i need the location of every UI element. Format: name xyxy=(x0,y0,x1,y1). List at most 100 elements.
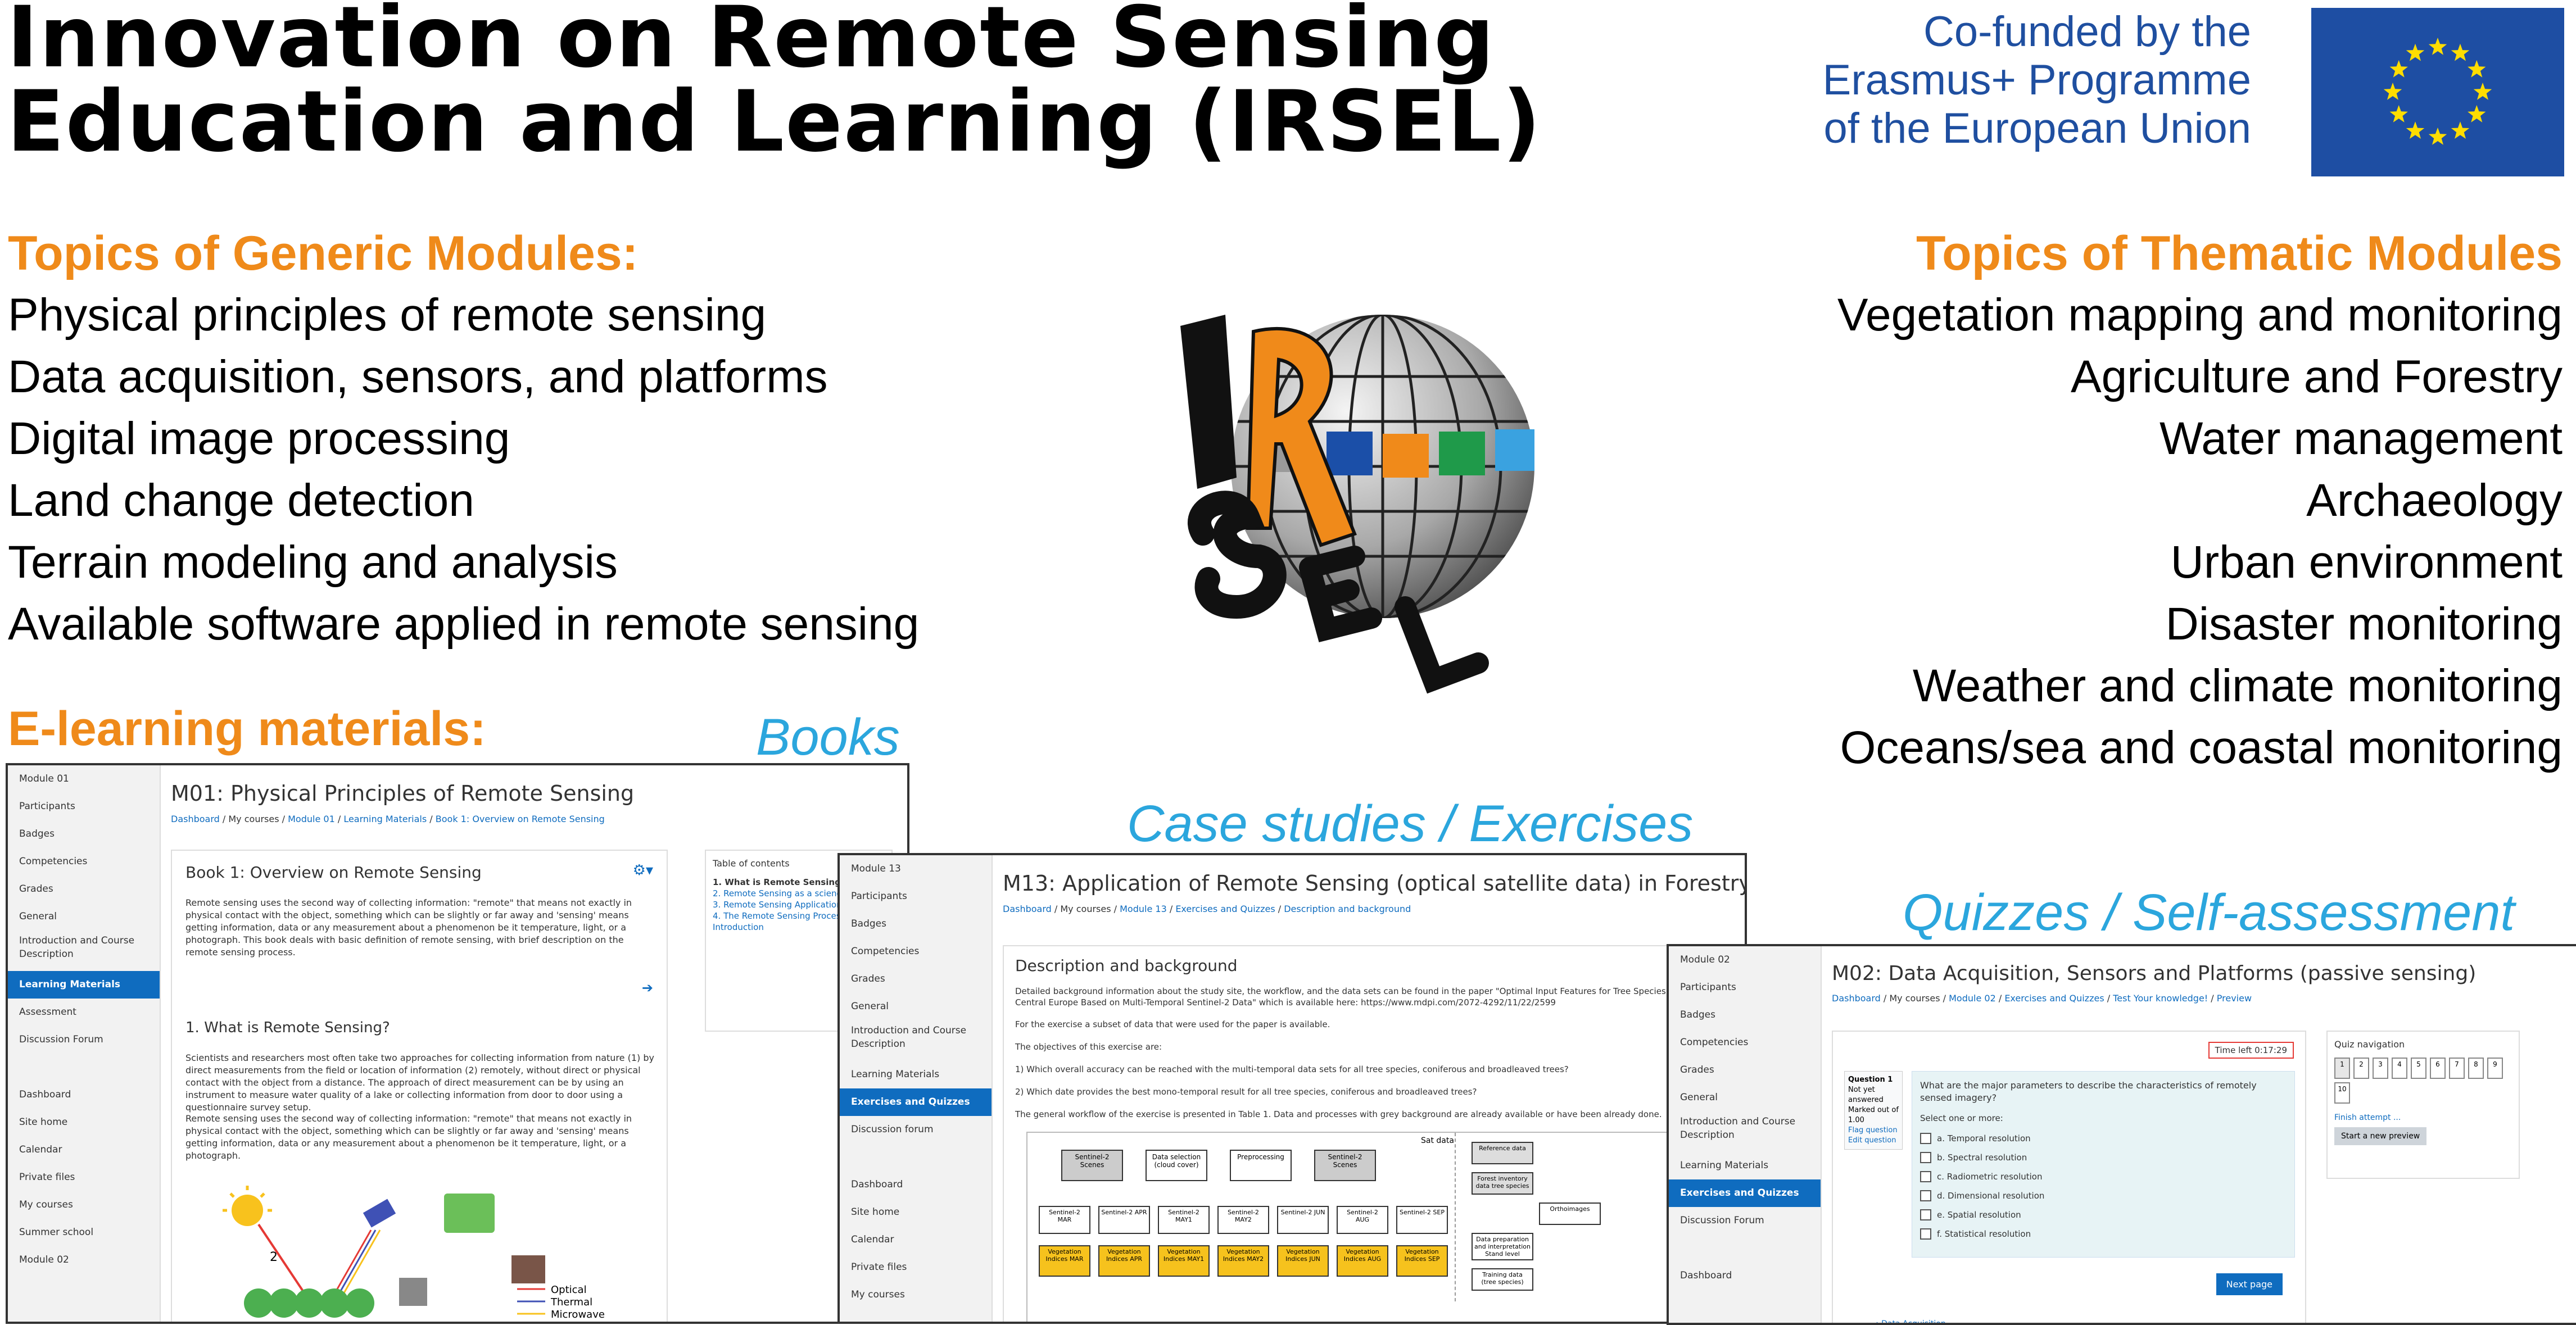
question-info-item[interactable]: Flag question xyxy=(1848,1126,1898,1135)
sidebar-item[interactable]: Assessment xyxy=(19,1006,76,1018)
start-new-preview-button[interactable]: Start a new preview xyxy=(2334,1127,2427,1145)
quiz-nav-button[interactable]: 9 xyxy=(2487,1058,2503,1079)
breadcrumb-item[interactable]: Dashboard xyxy=(1832,993,1881,1004)
sidebar-item[interactable]: Module 13 xyxy=(851,863,901,874)
breadcrumb-item[interactable]: Book 1: Overview on Remote Sensing xyxy=(435,814,605,824)
sidebar-item[interactable]: Competencies xyxy=(851,946,920,957)
sidebar-item[interactable]: Site home xyxy=(19,1117,68,1128)
quiz-nav-button[interactable]: 2 xyxy=(2353,1058,2369,1079)
quiz-nav-button[interactable]: 5 xyxy=(2411,1058,2426,1079)
sidebar-item[interactable]: General xyxy=(19,911,57,922)
breadcrumb-item[interactable]: Dashboard xyxy=(171,814,220,824)
option-checkbox[interactable] xyxy=(1920,1171,1931,1182)
sidebar-item[interactable]: General xyxy=(851,1001,889,1012)
quiz-nav-button[interactable]: 3 xyxy=(2373,1058,2388,1079)
sidebar-item[interactable]: Summer school xyxy=(19,1227,94,1238)
sidebar-item[interactable]: Learning Materials xyxy=(1680,1160,1769,1171)
sidebar-item[interactable]: My courses xyxy=(851,1289,905,1300)
sidebar-item[interactable]: Grades xyxy=(851,973,885,984)
quiz-option[interactable]: e. Spatial resolution xyxy=(1920,1205,2287,1224)
sidebar-item[interactable]: Learning Materials xyxy=(851,1069,940,1080)
sidebar-item[interactable]: Module 02 xyxy=(19,1254,69,1265)
sidebar-item[interactable]: Competencies xyxy=(19,856,88,867)
sidebar-item[interactable]: Private files xyxy=(851,1262,907,1273)
quiz-option[interactable]: f. Statistical resolution xyxy=(1920,1224,2287,1244)
option-checkbox[interactable] xyxy=(1920,1190,1931,1201)
option-checkbox[interactable] xyxy=(1920,1152,1931,1163)
breadcrumb-item[interactable]: Exercises and Quizzes xyxy=(1175,904,1275,914)
breadcrumb-item[interactable]: Learning Materials xyxy=(343,814,427,824)
quiz-option[interactable]: a. Temporal resolution xyxy=(1920,1129,2287,1148)
quiz-option[interactable]: d. Dimensional resolution xyxy=(1920,1186,2287,1205)
gear-icon[interactable]: ⚙▾ xyxy=(632,862,653,879)
sidebar-item[interactable]: Badges xyxy=(1680,1009,1715,1020)
sidebar-item[interactable]: Dashboard xyxy=(851,1179,903,1190)
quiz-option[interactable]: c. Radiometric resolution xyxy=(1920,1167,2287,1186)
option-label: d. Dimensional resolution xyxy=(1937,1191,2045,1201)
quiz-nav-button[interactable]: 7 xyxy=(2449,1058,2465,1079)
sidebar-item[interactable]: Grades xyxy=(1680,1064,1714,1076)
sidebar-item[interactable]: Calendar xyxy=(19,1144,62,1155)
toc-item[interactable]: 4. The Remote Sensing Process: A xyxy=(713,911,857,921)
breadcrumb-item[interactable]: My courses xyxy=(1060,904,1111,914)
breadcrumb-item[interactable]: Exercises and Quizzes xyxy=(2004,993,2104,1004)
sidebar-item[interactable]: Discussion Forum xyxy=(19,1034,103,1045)
quiz-nav-button[interactable]: 4 xyxy=(2392,1058,2407,1079)
quiz-nav-button[interactable]: 6 xyxy=(2430,1058,2446,1079)
sidebar-item[interactable]: Exercises and Quizzes xyxy=(840,1088,992,1116)
quiz-nav-button[interactable]: 10 xyxy=(2334,1082,2350,1104)
quiz-nav-button[interactable]: 8 xyxy=(2468,1058,2484,1079)
toc-item[interactable]: Introduction xyxy=(713,922,764,932)
sidebar-item[interactable]: Site home xyxy=(851,1206,900,1218)
quiz-nav-button[interactable]: 1 xyxy=(2334,1058,2350,1079)
sidebar-item[interactable] xyxy=(8,1054,160,1081)
breadcrumb-item[interactable]: Description and background xyxy=(1284,904,1411,914)
breadcrumb-item[interactable]: My courses xyxy=(1889,993,1940,1004)
toc-item[interactable]: 1. What is Remote Sensing? xyxy=(713,877,846,887)
finish-attempt-link[interactable]: Finish attempt ... xyxy=(2334,1113,2401,1122)
sidebar-item[interactable]: Module 02 xyxy=(1680,954,1730,965)
toc-item[interactable]: 2. Remote Sensing as a science a xyxy=(713,888,854,899)
sidebar-item[interactable]: Discussion Forum xyxy=(1680,1215,1764,1226)
sidebar-item[interactable]: Exercises and Quizzes xyxy=(1669,1179,1821,1207)
quiz-option[interactable]: b. Spectral resolution xyxy=(1920,1148,2287,1167)
next-page-button[interactable]: Next page xyxy=(2216,1273,2283,1295)
toc-item[interactable]: 3. Remote Sensing Applications xyxy=(713,900,846,910)
sidebar-item[interactable]: Badges xyxy=(851,918,886,929)
sidebar-item[interactable]: Grades xyxy=(19,883,53,895)
sidebar-item[interactable]: Private files xyxy=(19,1172,75,1183)
sidebar-item[interactable]: Participants xyxy=(851,891,907,902)
flow-box: Preprocessing xyxy=(1230,1150,1292,1181)
sidebar-item[interactable]: Learning Materials xyxy=(8,971,160,999)
sidebar-item[interactable]: Dashboard xyxy=(1680,1270,1732,1281)
sidebar-item[interactable]: Dashboard xyxy=(19,1089,71,1100)
breadcrumb-item[interactable]: Module 02 xyxy=(1949,993,1996,1004)
sidebar-item[interactable] xyxy=(1669,1235,1821,1262)
option-checkbox[interactable] xyxy=(1920,1133,1931,1144)
prev-activity-link[interactable]: → Data Acquisition, xyxy=(1872,1319,1949,1325)
next-arrow-icon[interactable]: ➔ xyxy=(641,980,653,996)
sidebar-item[interactable]: Introduction and Course Description xyxy=(851,1025,967,1050)
sidebar-item[interactable]: Module 01 xyxy=(19,773,69,784)
sidebar-item[interactable]: General xyxy=(1680,1092,1718,1103)
option-checkbox[interactable] xyxy=(1920,1209,1931,1220)
sidebar-item[interactable]: Discussion forum xyxy=(851,1124,934,1135)
sidebar-item[interactable] xyxy=(840,1144,992,1171)
remote-sensing-figure: 2 Optical Thermal Microwave xyxy=(223,1186,605,1321)
sidebar-item[interactable]: Calendar xyxy=(851,1234,894,1245)
breadcrumb-item[interactable]: Dashboard xyxy=(1003,904,1052,914)
sidebar-item[interactable]: Introduction and Course Description xyxy=(1680,1116,1796,1141)
breadcrumb-item[interactable]: Module 13 xyxy=(1120,904,1167,914)
breadcrumb-item[interactable]: Test Your knowledge! xyxy=(2113,993,2208,1004)
breadcrumb-item[interactable]: Module 01 xyxy=(288,814,335,824)
question-info-item[interactable]: Edit question xyxy=(1848,1136,1896,1145)
sidebar-item[interactable]: Competencies xyxy=(1680,1037,1749,1048)
sidebar-item[interactable]: Participants xyxy=(19,801,75,812)
option-checkbox[interactable] xyxy=(1920,1228,1931,1240)
breadcrumb-item[interactable]: Preview xyxy=(2216,993,2252,1004)
sidebar-item[interactable]: My courses xyxy=(19,1199,73,1210)
sidebar-item[interactable]: Introduction and Course Description xyxy=(19,935,135,960)
sidebar-item[interactable]: Participants xyxy=(1680,982,1736,993)
breadcrumb-item[interactable]: My courses xyxy=(228,814,279,824)
sidebar-item[interactable]: Badges xyxy=(19,828,55,840)
